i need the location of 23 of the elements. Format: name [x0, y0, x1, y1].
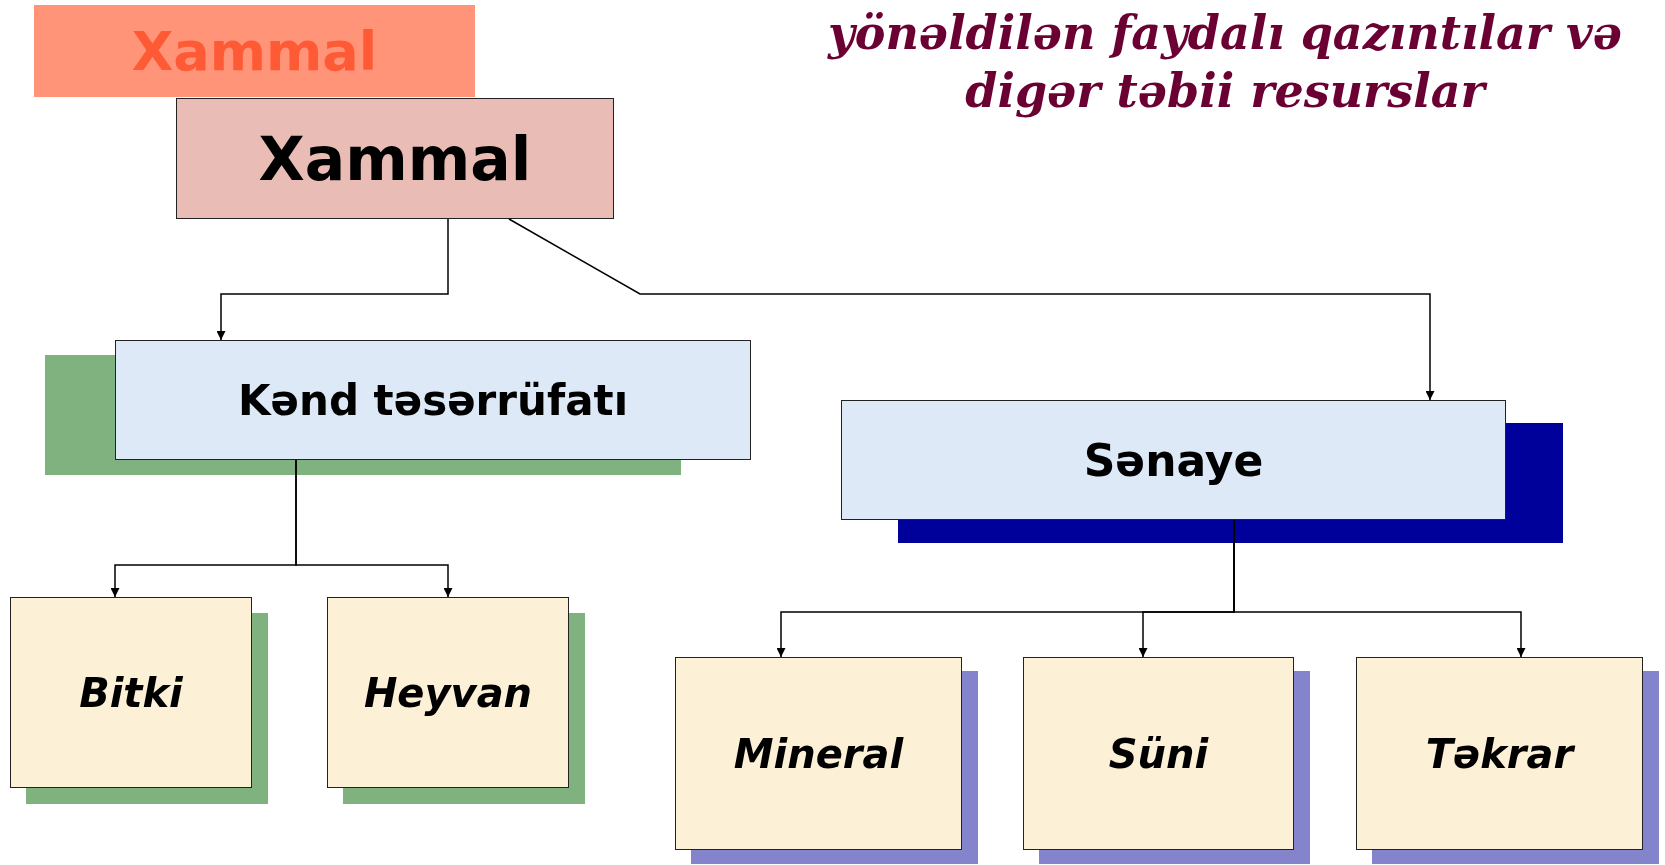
- arrow: [216, 218, 449, 341]
- label-box: [1356, 657, 1643, 850]
- box-label: Mineral: [733, 730, 904, 777]
- label-box: [841, 400, 1506, 520]
- box-label: Xammal: [131, 19, 378, 83]
- arrow: [295, 459, 453, 598]
- label-box: [675, 657, 962, 850]
- box-label: Təkrar: [1425, 730, 1574, 777]
- label-box: [115, 340, 751, 460]
- label-box: [176, 98, 614, 219]
- arrow: [508, 218, 1435, 401]
- label-box: [10, 597, 252, 788]
- label-box: [1023, 657, 1294, 850]
- arrow: [1233, 519, 1526, 658]
- box-label: Heyvan: [363, 669, 533, 716]
- box-label: Xammal: [258, 123, 532, 194]
- label-box: [327, 597, 569, 788]
- box-label: Kənd təsərrüfatı: [237, 375, 629, 425]
- label-box: [34, 5, 475, 97]
- box-label: Sənaye: [1083, 434, 1264, 486]
- title: yönəldilən faydalı qazıntılar və digər təbii resurslar: [826, 5, 1623, 120]
- box-label: Bitki: [79, 669, 183, 716]
- box-label: Süni: [1108, 730, 1209, 777]
